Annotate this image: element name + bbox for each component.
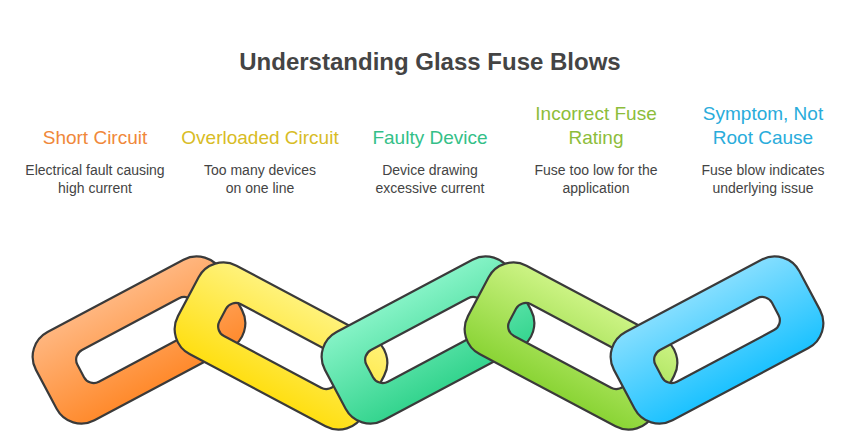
heading-wrap: Symptom, Not Root Cause [678,100,848,150]
chain-link-shape [678,100,848,440]
chain-link-node: Short CircuitElectrical fault causing hi… [10,100,180,440]
heading-wrap: Faulty Device [345,100,515,150]
chain-link-node: Symptom, Not Root CauseFuse blow indicat… [678,100,848,440]
heading-wrap: Incorrect Fuse Rating [511,100,681,150]
link-description: Electrical fault causing high current [15,161,175,197]
heading-wrap: Short Circuit [10,100,180,150]
chain-link-shape [10,100,180,440]
link-description: Too many devices on one line [195,161,325,197]
chain-link-outline [601,247,833,434]
chain-link-shape [175,100,345,440]
diagram-title: Understanding Glass Fuse Blows [0,47,860,77]
link-description: Fuse blow indicates underlying issue [683,161,843,197]
chain-link-shape [345,100,515,440]
chain-link-node: Overloaded CircuitToo many devices on on… [175,100,345,440]
heading-wrap: Overloaded Circuit [175,100,345,150]
link-heading: Short Circuit [15,126,175,150]
link-description: Fuse too low for the application [516,161,676,197]
chain-link-node: Faulty DeviceDevice drawing excessive cu… [345,100,515,440]
link-heading: Symptom, Not Root Cause [683,102,843,150]
link-heading: Faulty Device [350,126,510,150]
link-description: Device drawing excessive current [350,161,510,197]
link-heading: Overloaded Circuit [180,126,340,150]
link-heading: Incorrect Fuse Rating [516,102,676,150]
